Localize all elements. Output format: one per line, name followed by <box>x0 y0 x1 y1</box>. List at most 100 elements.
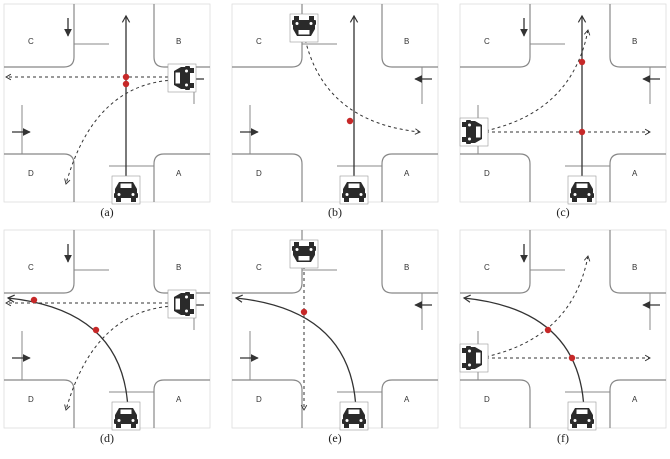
car-wheel <box>190 294 194 299</box>
car-wheel <box>587 424 592 428</box>
car-wheel <box>359 424 364 428</box>
conflict-point-2 <box>92 326 100 334</box>
car-bumper <box>570 193 594 198</box>
zone-label-a: A <box>404 395 410 404</box>
car-headlight <box>309 248 313 251</box>
zone-label-b: B <box>176 37 181 46</box>
zone-label-c: C <box>28 37 34 46</box>
car-headlight <box>131 193 135 196</box>
panel-b: C B D A (b) <box>231 3 439 219</box>
conflict-point-1 <box>578 58 586 66</box>
car-headlight <box>345 193 349 196</box>
zone-label-d: D <box>256 169 262 178</box>
curb-corner-a <box>153 379 210 428</box>
car-headlight <box>295 248 299 251</box>
zone-label-d: D <box>28 169 34 178</box>
panel-d: C B D A (d) <box>3 229 211 445</box>
curb-corner-d <box>232 379 303 428</box>
car-headlight <box>587 419 591 422</box>
car-wheel <box>116 198 121 202</box>
car-windshield <box>175 72 180 84</box>
car-headlight <box>468 363 471 367</box>
curb-corner-a <box>609 153 666 202</box>
conflict-point-1 <box>300 308 308 316</box>
car-headlight <box>309 22 313 25</box>
car-windshield <box>175 298 180 310</box>
car-wheel <box>309 16 314 20</box>
car-windshield <box>348 183 360 188</box>
zone-label-b: B <box>404 37 409 46</box>
car-headlight <box>468 349 471 353</box>
curb-corner-a <box>609 379 666 428</box>
car-bumper <box>114 419 138 424</box>
curb-corner-b <box>153 230 210 294</box>
car-windshield <box>298 256 310 261</box>
curb-corner-a <box>381 379 438 428</box>
car-wheel <box>462 363 466 368</box>
car-headlight <box>468 137 471 141</box>
curb-corner-c <box>460 230 531 294</box>
panel-frame <box>231 229 439 429</box>
car-wheel <box>359 198 364 202</box>
conflict-point-1 <box>544 326 552 334</box>
curb-corner-d <box>460 153 531 202</box>
path-south-to-west-turn <box>234 294 357 411</box>
zone-label-a: A <box>632 395 638 404</box>
car-wheel <box>131 424 136 428</box>
curb-corner-d <box>460 379 531 428</box>
zone-label-d: D <box>28 395 34 404</box>
car-bumper <box>570 419 594 424</box>
car-wheel <box>190 83 194 88</box>
panel-caption: (a) <box>100 205 113 219</box>
car-headlight <box>131 419 135 422</box>
car-south-0 <box>339 175 369 205</box>
conflict-point-2 <box>578 128 586 136</box>
zone-label-c: C <box>484 37 490 46</box>
car-wheel <box>131 198 136 202</box>
car-windshield <box>576 409 588 414</box>
curb-corner-a <box>381 153 438 202</box>
car-bumper <box>292 246 316 251</box>
zone-label-c: C <box>28 263 34 272</box>
curb-corner-b <box>381 4 438 68</box>
car-windshield <box>476 126 481 138</box>
car-south-0 <box>339 401 369 431</box>
curb-corner-d <box>232 153 303 202</box>
conflict-point-1 <box>122 73 130 81</box>
zone-label-a: A <box>632 169 638 178</box>
car-windshield <box>120 409 132 414</box>
car-windshield <box>476 352 481 364</box>
curb-corner-b <box>609 4 666 68</box>
panel-frame <box>3 3 211 203</box>
curb-corner-c <box>4 4 75 68</box>
car-south-0 <box>111 401 141 431</box>
curb-corner-d <box>4 153 75 202</box>
car-headlight <box>185 309 188 313</box>
zone-label-c: C <box>256 37 262 46</box>
conflict-point-1 <box>346 117 354 125</box>
panel-caption: (d) <box>100 431 114 445</box>
car-wheel <box>190 309 194 314</box>
zone-label-b: B <box>404 263 409 272</box>
car-east-1 <box>167 289 197 319</box>
zone-label-a: A <box>176 395 182 404</box>
zone-label-a: A <box>404 169 410 178</box>
zone-label-b: B <box>632 263 637 272</box>
curb-corner-c <box>4 230 75 294</box>
zone-label-b: B <box>176 263 181 272</box>
car-headlight <box>359 419 363 422</box>
car-wheel <box>462 348 466 353</box>
panel-caption: (b) <box>328 205 342 219</box>
car-wheel <box>309 242 314 246</box>
car-wheel <box>462 122 466 127</box>
car-bumper <box>292 20 316 25</box>
curb-corner-b <box>153 4 210 68</box>
car-headlight <box>117 193 121 196</box>
car-headlight <box>185 83 188 87</box>
curb-corner-c <box>232 4 303 68</box>
car-south-0 <box>567 175 597 205</box>
car-wheel <box>572 424 577 428</box>
car-west-1 <box>459 117 489 147</box>
